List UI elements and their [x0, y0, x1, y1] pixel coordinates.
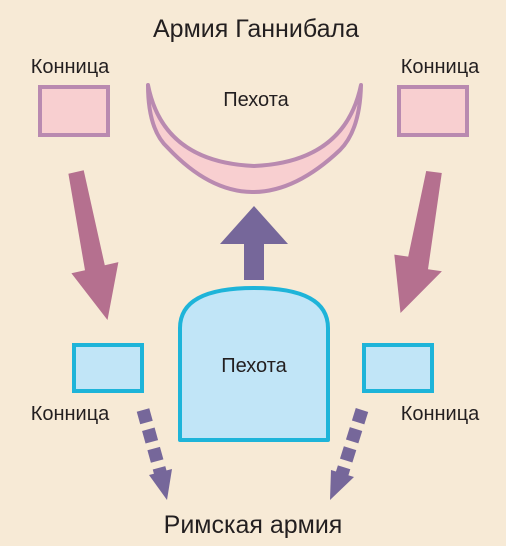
roman-cavalry-right-label: Конница: [401, 403, 480, 425]
hannibal-army-title: Армия Ганнибала: [153, 15, 359, 43]
hannibal-infantry-label: Пехота: [223, 89, 289, 111]
roman-cavalry-right: [362, 343, 434, 393]
roman-infantry-label: Пехота: [221, 355, 287, 377]
roman-cavalry-left: [72, 343, 144, 393]
roman-cavalry-left-retreat-arrow: [136, 408, 172, 500]
hannibal-cavalry-left: [38, 85, 110, 137]
hannibal-infantry-crescent: [146, 83, 363, 194]
roman-infantry-block: [178, 286, 330, 442]
hannibal-cavalry-right-label: Конница: [401, 56, 480, 78]
hannibal-cavalry-right-attack-arrow: [394, 171, 442, 313]
roman-army-title: Римская армия: [164, 511, 343, 539]
hannibal-cavalry-left-attack-arrow: [68, 170, 119, 320]
roman-cavalry-right-retreat-arrow: [330, 408, 369, 500]
hannibal-cavalry-left-label: Конница: [31, 56, 110, 78]
roman-cavalry-left-label: Конница: [31, 403, 110, 425]
hannibal-cavalry-right: [397, 85, 469, 137]
roman-infantry-advance-arrow: [220, 206, 288, 280]
